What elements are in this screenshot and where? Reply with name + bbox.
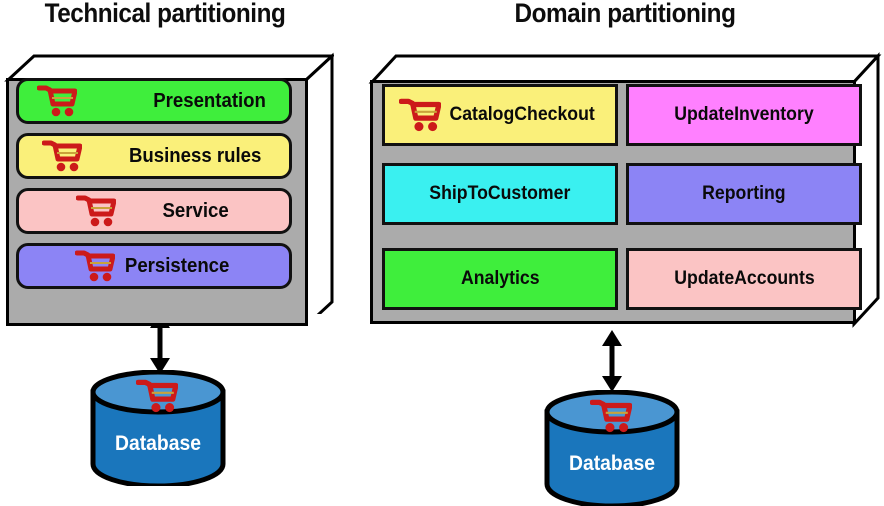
technical-database[interactable]: Database bbox=[88, 370, 228, 486]
domain-database[interactable]: Database bbox=[542, 390, 682, 506]
shopping-cart-icon bbox=[74, 249, 115, 283]
shopping-cart-icon bbox=[135, 378, 179, 419]
layer-row-business-rules[interactable]: Business rules bbox=[16, 133, 292, 179]
layer-row-service[interactable]: Service bbox=[16, 188, 292, 234]
service-label: Analytics bbox=[460, 268, 540, 289]
service-label: CatalogCheckout bbox=[449, 104, 596, 125]
service-label: Reporting bbox=[702, 183, 786, 204]
shopping-cart-icon bbox=[37, 84, 78, 118]
service-label: UpdateAccounts bbox=[673, 268, 815, 289]
shopping-cart-icon bbox=[399, 97, 442, 133]
layer-label: Service bbox=[162, 199, 230, 222]
service-cell-shiptocustomer[interactable]: ShipToCustomer bbox=[382, 163, 618, 225]
domain-partitioning-title: Domain partitioning bbox=[514, 0, 736, 28]
technical-partitioning-title: Technical partitioning bbox=[44, 0, 286, 28]
service-label: ShipToCustomer bbox=[429, 183, 571, 204]
service-label: UpdateInventory bbox=[674, 104, 814, 125]
domain-db-arrow-icon bbox=[602, 330, 622, 392]
shopping-cart-icon bbox=[76, 194, 117, 228]
database-label: Database bbox=[569, 452, 655, 475]
service-cell-analytics[interactable]: Analytics bbox=[382, 248, 618, 310]
service-cell-catalogcheckout[interactable]: CatalogCheckout bbox=[382, 84, 618, 146]
layer-label: Presentation bbox=[153, 89, 267, 112]
layer-row-persistence[interactable]: Persistence bbox=[16, 243, 292, 289]
service-cell-reporting[interactable]: Reporting bbox=[626, 163, 862, 225]
database-label: Database bbox=[115, 432, 201, 455]
shopping-cart-icon bbox=[41, 139, 82, 173]
layer-label: Persistence bbox=[124, 254, 230, 277]
layer-label: Business rules bbox=[128, 144, 262, 167]
shopping-cart-icon bbox=[589, 398, 633, 439]
layer-row-presentation[interactable]: Presentation bbox=[16, 78, 292, 124]
service-cell-updateinventory[interactable]: UpdateInventory bbox=[626, 84, 862, 146]
service-cell-updateaccounts[interactable]: UpdateAccounts bbox=[626, 248, 862, 310]
